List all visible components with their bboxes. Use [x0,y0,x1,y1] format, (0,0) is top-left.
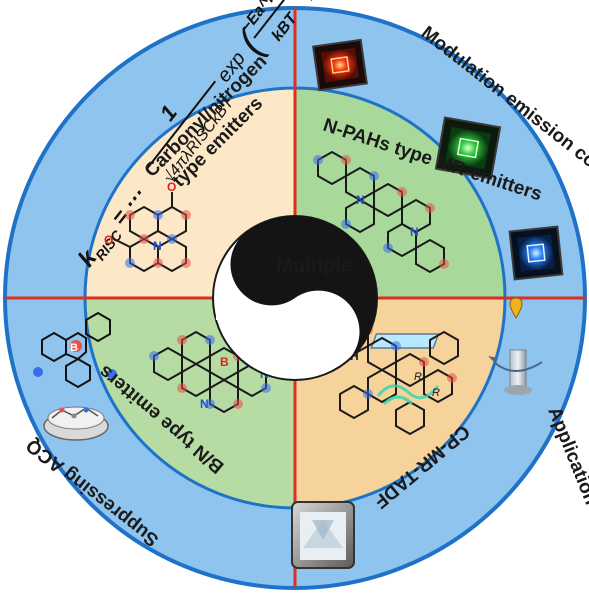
yin-yang-dark-dot [279,239,297,257]
cp-mr-chiral-ribbon [376,384,440,406]
formula-fraction-bar [146,80,217,169]
red-oled-device [312,38,368,92]
center-word-resonance: Resonance [215,303,322,325]
yin-yang-symbol [212,215,378,381]
outer-boron-label: B [70,342,78,354]
bn-nitrogen-2: N [200,397,209,411]
yin-yang-light-dot [277,343,295,361]
green-oled-device [434,116,502,180]
cp-mr-r-group-2: R [432,387,440,399]
bn-boron-label: B [220,355,229,369]
acq-molecular-model [43,406,109,441]
yin-yang-dark-half [230,216,377,366]
n-pah-nitrogen-1: N [356,193,365,207]
outer-bn-molecule [33,311,117,389]
blue-oled-device [508,225,564,281]
carbonyl-oxygen-top: O [167,180,176,194]
spin-coater-icon [370,297,543,395]
n-pah-orbital-lobes [313,155,449,269]
center-word-multiple: Multiple [276,255,352,277]
carbonyl-orbital-lobes [125,210,191,268]
carbonyl-oxygen-left: O [104,233,113,247]
evaporation-chamber-icon [291,501,355,569]
formula-exp-fraction-bar [253,0,297,39]
cp-mr-r-group-1: R [414,371,422,383]
carbonyl-nitrogen: N [153,239,162,253]
n-pah-nitrogen-2: N [410,225,419,239]
